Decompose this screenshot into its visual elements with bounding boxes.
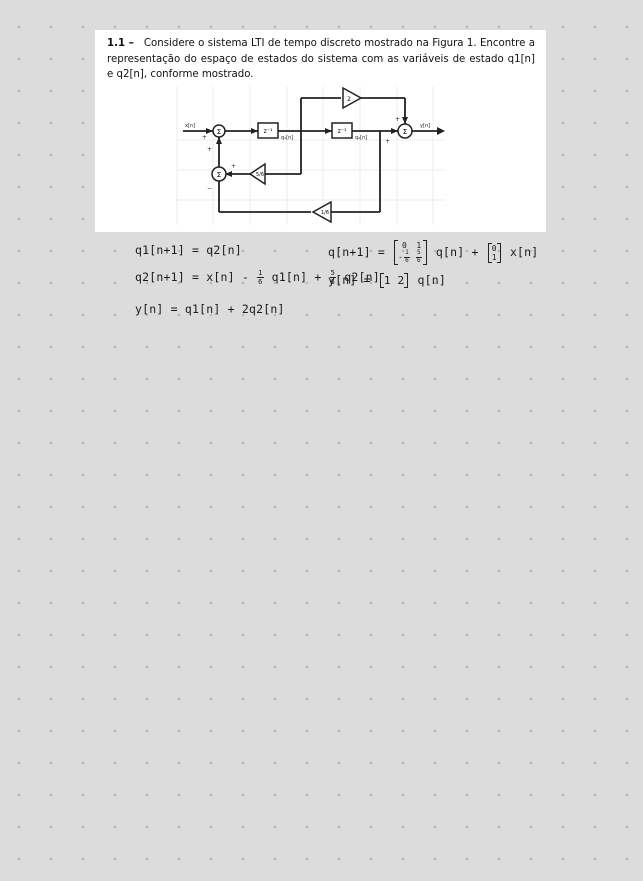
handwritten-eq-output: y[n] = q1[n] + 2q2[n] [135,302,285,316]
gain-bottom-label: 1/6 [321,210,329,216]
matrix-C: 1 2 [379,273,409,288]
state1-label: q₁[n] [281,135,293,141]
delay-label-2: z⁻¹ [338,128,347,135]
sum-label-2: Σ [217,171,221,179]
matrix-B: 0 1 [487,242,501,263]
handwritten-eq-q1: q1[n+1] = q2[n] [135,243,242,257]
sum-label-1: Σ [217,128,221,136]
problem-card: 1.1 – Considere o sistema LTI de tempo d… [95,30,546,232]
plus-sign-1: + [202,134,207,141]
eq2-frac2-den: 6 [330,278,336,286]
out-lhs: y[n] = [328,273,371,287]
summer-input: Σ [212,124,226,138]
eq2-prefix: q2[n+1] = x[n] - [135,270,249,284]
figure-background-grid [176,86,445,225]
output-label: y[n] [420,123,430,129]
signal-wires [183,97,441,213]
handwritten-output-equation: y[n] = 1 2 q[n] [328,273,446,288]
block-diagram-figure: z⁻¹ z⁻¹ Σ Σ Σ 2 5/6 1/6 [176,86,445,225]
A-21-sign: - [398,252,404,262]
minus-sign-1: − [207,185,212,192]
A-22-num: 5 [415,249,422,258]
state-lhs: q[n+1] = [328,245,385,259]
plus-sign-2: + [207,146,212,153]
gain-top-label: 2 [347,96,351,103]
B-1: 0 [491,243,497,253]
sum-label-3: Σ [403,128,407,136]
out-suffix: q[n] [417,273,446,287]
plus-sign-4: + [395,116,400,123]
delay-block-1: z⁻¹ [257,122,279,139]
problem-number: 1.1 – [107,38,134,49]
gain-middle: 5/6 [248,162,266,186]
delay-label-1: z⁻¹ [264,128,273,135]
plus-sign-5: + [385,138,390,145]
A-21-num: 1 [404,249,410,258]
state-mid: q[n] + [435,245,479,259]
input-label: x[n] [185,123,195,129]
eq2-frac1-num: 1 [257,269,264,278]
arrow-heads [206,117,445,177]
state2-label: q₂[n] [355,135,367,141]
A-12: 1 [416,241,422,250]
eq2-suffix: q2[n] [344,270,380,284]
gain-bottom: 1/6 [311,200,332,224]
C-values: 1 2 [383,274,405,287]
problem-statement: 1.1 – Considere o sistema LTI de tempo d… [107,36,535,83]
matrix-B-col: 0 1 [492,244,497,262]
A-21-den: 6 [405,256,409,264]
A-22-den: 6 [416,256,421,264]
state-suffix: x[n] [509,245,539,259]
gain-middle-label: 5/6 [256,172,264,178]
gain-top: 2 [342,86,363,110]
delay-block-2: z⁻¹ [331,122,353,139]
eq2-frac2-num: 5 [329,269,337,278]
summer-feedback: Σ [211,166,227,182]
B-2: 1 [491,252,497,262]
A-11: 0 [402,241,408,250]
eq2-mid: q1[n] + [271,270,322,284]
summer-output: Σ [397,123,413,139]
plus-sign-3: + [231,163,236,170]
problem-body: Considere o sistema LTI de tempo discret… [107,38,536,80]
eq2-frac1-den: 6 [258,278,263,286]
